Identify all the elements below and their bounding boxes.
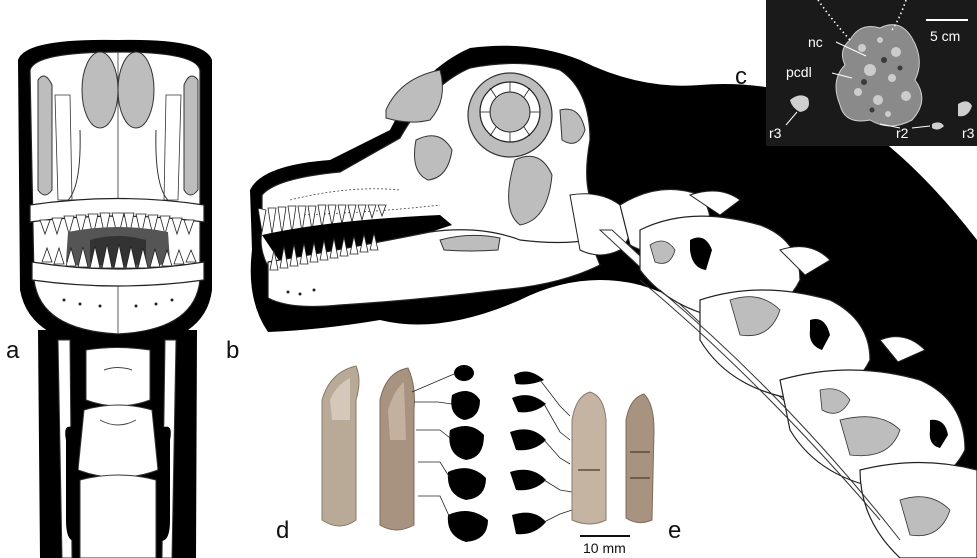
panel-letter-c: c (735, 63, 747, 90)
scale-bar-5cm-label: 5 cm (930, 28, 960, 44)
external-naris-right (118, 52, 154, 128)
panel-letter-e: e (668, 517, 681, 544)
tooth-photo-e2 (626, 394, 654, 523)
tooth-cross-sections-e (510, 371, 546, 534)
tooth-cross-sections-d (448, 365, 488, 542)
label-r3-right: r3 (962, 125, 975, 141)
panel-c-ct-section: 5 cm nc pcdl r3 r2 r3 (766, 0, 977, 146)
external-naris-lateral (386, 70, 442, 122)
panel-a-skull-front-view (18, 40, 212, 558)
panel-letter-b: b (226, 337, 239, 364)
panel-letter-a: a (6, 337, 20, 364)
label-nc: nc (808, 34, 823, 50)
panel-d-teeth: d (276, 365, 488, 544)
label-pcdl: pcdl (786, 64, 812, 80)
label-r2: r2 (896, 125, 909, 141)
scale-bar-10mm-label: 10 mm (583, 540, 626, 556)
external-naris-left (82, 52, 118, 128)
tooth-photo-e1 (572, 392, 606, 524)
label-r3-left: r3 (769, 125, 782, 141)
panel-letter-d: d (276, 517, 289, 544)
panel-e-teeth: e 10 mm (510, 371, 681, 556)
